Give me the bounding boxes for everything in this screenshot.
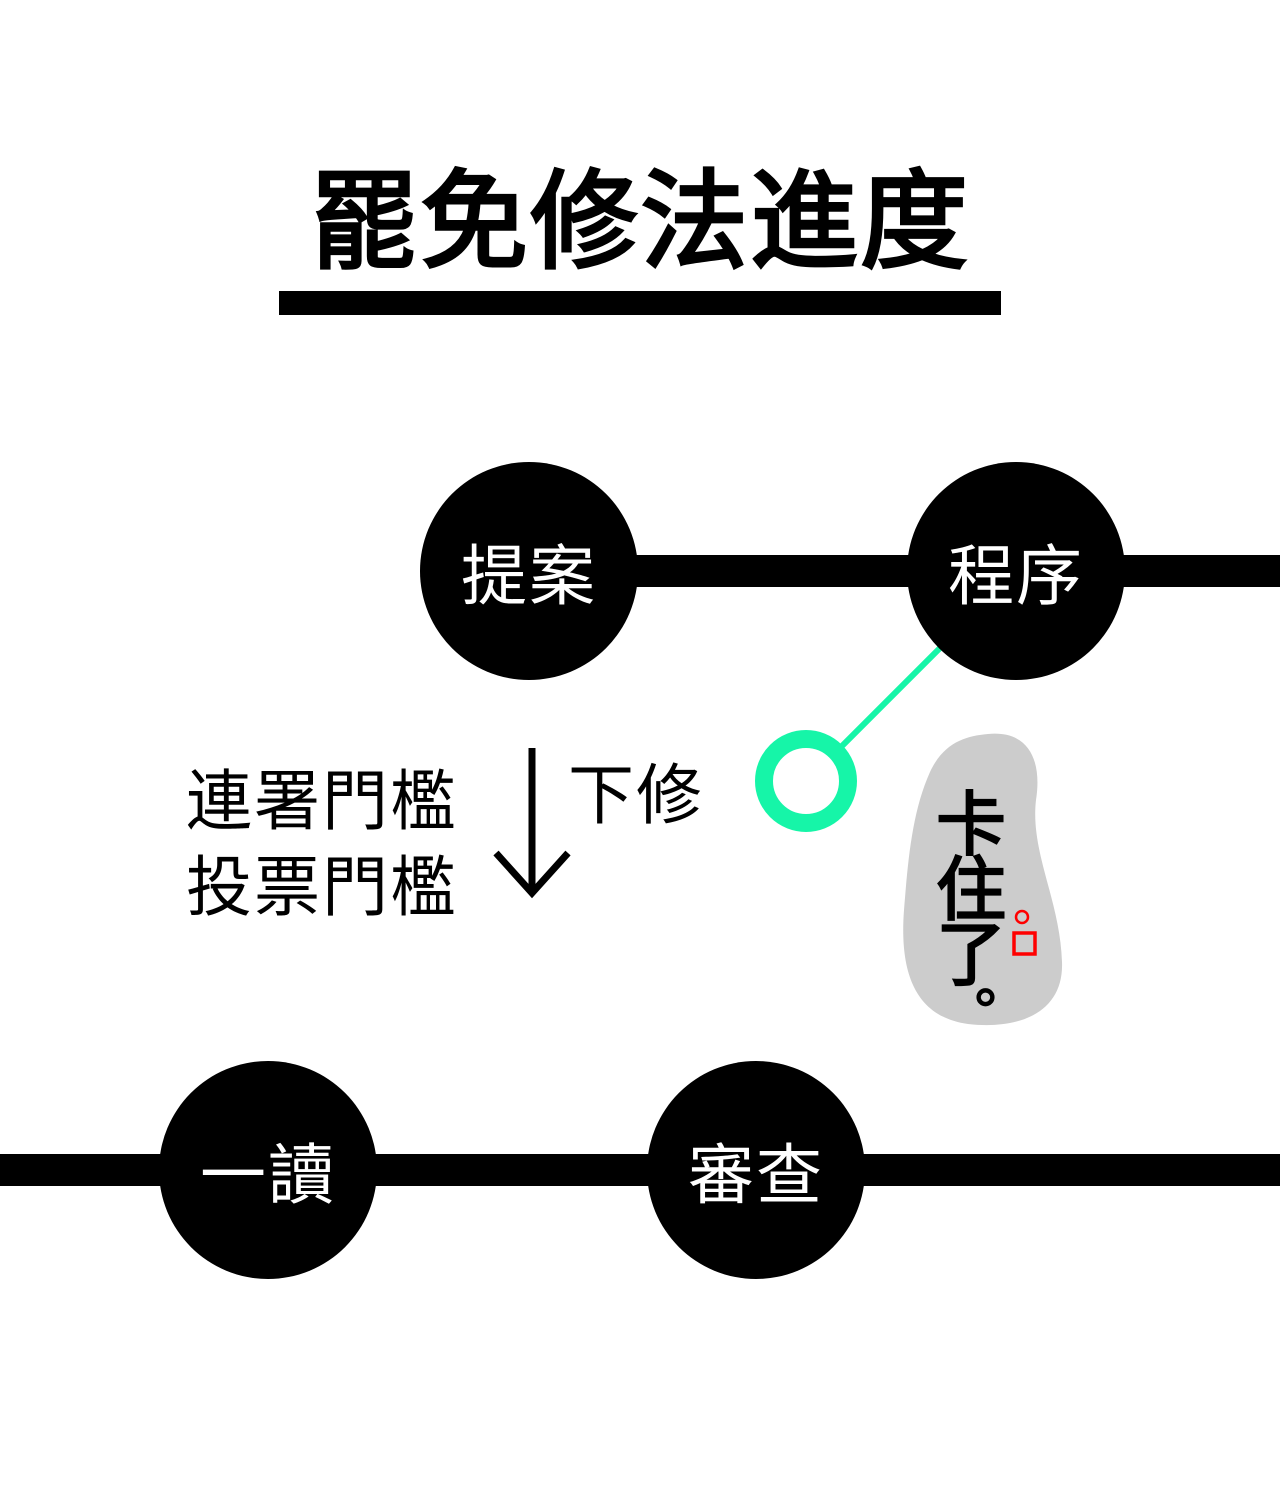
red-marker-icon <box>1012 909 1037 956</box>
branch-connector <box>827 645 943 761</box>
title-underline <box>279 291 1001 315</box>
lowered-label: 下修 <box>568 757 704 834</box>
node-first-reading-label: 一讀 <box>200 1137 336 1214</box>
stuck-blob-shape <box>903 733 1063 1026</box>
node-review: 審查 <box>647 1061 865 1279</box>
page-title: 罷免修法進度 <box>309 159 970 285</box>
stuck-char-2: 住 <box>936 848 1006 931</box>
node-procedure-label: 程序 <box>948 538 1084 615</box>
node-procedure: 程序 <box>907 462 1125 680</box>
stuck-punct: 。 <box>975 951 1029 1015</box>
node-proposal-label: 提案 <box>461 538 597 615</box>
node-review-label: 審查 <box>688 1137 824 1214</box>
down-arrow-icon <box>493 748 571 899</box>
node-proposal: 提案 <box>420 462 638 680</box>
node-first-reading: 一讀 <box>159 1061 377 1279</box>
signature-threshold-label: 連署門檻 <box>186 763 458 840</box>
stuck-char-3: 了 <box>936 913 1006 996</box>
upper-track-line <box>529 555 1280 587</box>
branch-ring-node <box>755 730 857 832</box>
vote-threshold-label: 投票門檻 <box>186 849 458 926</box>
stuck-char-1: 卡 <box>936 783 1006 866</box>
